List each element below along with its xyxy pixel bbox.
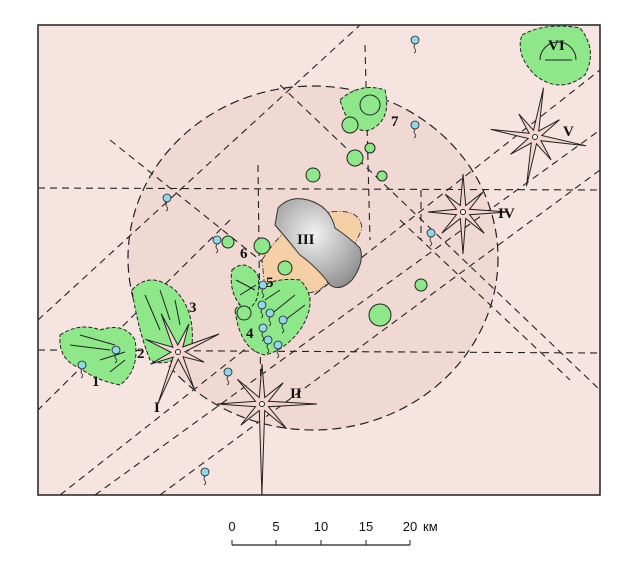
structure-label-II: II <box>290 386 302 402</box>
site-label-1: 1 <box>92 374 100 390</box>
scale-tick-5: 5 <box>272 519 279 534</box>
spring-tail <box>226 375 230 386</box>
spring-tail <box>80 368 84 379</box>
volcanic-center-IV-center <box>460 209 466 215</box>
structure-label-V: V <box>563 124 574 140</box>
spring-icon <box>273 340 283 350</box>
volcanic-center-I <box>145 313 220 404</box>
spring-icon <box>426 228 436 238</box>
spring-icon <box>258 323 268 333</box>
volcanic-center-II-center <box>259 401 265 407</box>
structure-label-VI: VI <box>548 38 565 54</box>
spring-tail <box>215 243 219 254</box>
site-label-4: 4 <box>246 326 254 342</box>
scale-tick-15: 15 <box>359 519 373 534</box>
scale-tick-20: 20 <box>403 519 417 534</box>
volcanic-center-V-center <box>532 134 538 140</box>
zone-VI <box>519 25 591 86</box>
zone-6 <box>230 264 260 311</box>
spring-tail <box>114 353 118 364</box>
small-green-bodies <box>221 116 428 327</box>
spring-tail <box>429 236 433 247</box>
spring-icon <box>223 367 233 377</box>
spring-tail <box>413 43 417 54</box>
site-label-3: 3 <box>189 300 197 316</box>
spring-tail <box>203 475 207 486</box>
spring-tail <box>165 201 169 212</box>
fault-lines <box>38 25 600 495</box>
spring-tail <box>276 348 280 359</box>
volcanic-centers <box>145 87 587 495</box>
spring-tail <box>266 343 270 354</box>
spring-icon <box>111 345 121 355</box>
volcanic-body-III <box>274 198 362 289</box>
scale-tick-0: 0 <box>228 519 235 534</box>
spring-icon <box>263 335 273 345</box>
spring-tail <box>261 288 265 299</box>
spring-icon <box>410 120 420 130</box>
structure-label-I: I <box>154 400 160 416</box>
spring-icon <box>200 467 210 477</box>
volcanic-center-I-center <box>175 349 181 355</box>
spring-icon <box>212 235 222 245</box>
spring-tail <box>268 316 272 327</box>
site-label-6: 6 <box>240 246 248 262</box>
site-label-5: 5 <box>266 275 274 291</box>
spring-icon <box>258 280 268 290</box>
volcanic-center-V <box>490 87 587 187</box>
scale-bar: 0 5 10 15 20 км <box>228 519 438 546</box>
volcanic-center-IV <box>427 173 509 255</box>
spring-tail <box>261 331 265 342</box>
structure-label-IV: IV <box>498 206 515 222</box>
spring-icon <box>410 35 420 45</box>
hatching <box>69 41 577 373</box>
spring-icon <box>265 308 275 318</box>
springs <box>77 35 436 486</box>
structure-label-III: III <box>297 232 315 248</box>
spring-tail <box>260 308 264 319</box>
spring-tail <box>281 323 285 334</box>
spring-icon <box>278 315 288 325</box>
spring-icon <box>257 300 267 310</box>
scale-tick-10: 10 <box>314 519 328 534</box>
site-label-2: 2 <box>137 346 145 362</box>
spring-icon <box>77 360 87 370</box>
scale-unit: км <box>423 519 438 534</box>
spring-icon <box>162 193 172 203</box>
volcanic-center-II <box>216 363 318 495</box>
zone-1 <box>59 326 137 386</box>
spring-tail <box>413 128 417 139</box>
site-label-7: 7 <box>391 114 399 130</box>
